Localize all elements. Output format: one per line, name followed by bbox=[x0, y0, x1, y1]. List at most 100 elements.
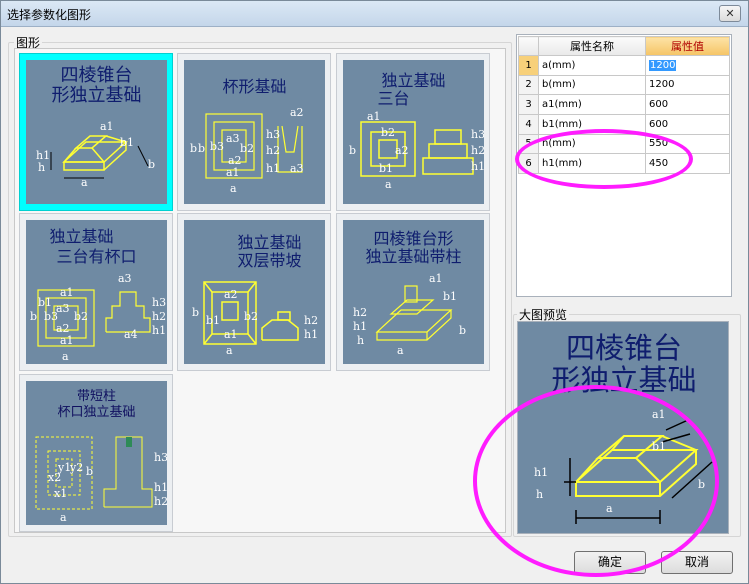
shape-title-line-1: 四棱锥台形 bbox=[373, 229, 454, 248]
shape-thumbnail: 独立基础 双层带坡 a2 b1 b2 a1 a b h2 h1 bbox=[184, 220, 325, 364]
table-row[interactable]: 5 h(mm) 550 bbox=[518, 133, 730, 155]
shape-title-line-1: 四棱锥台 bbox=[60, 65, 133, 86]
property-value[interactable]: 600 bbox=[645, 113, 730, 135]
dim-label: a1 bbox=[367, 110, 381, 123]
dim-label: x1 bbox=[54, 487, 67, 500]
dim-label: a bbox=[606, 502, 613, 515]
window-title: 选择参数化图形 bbox=[7, 8, 92, 22]
property-value[interactable]: 450 bbox=[645, 153, 730, 174]
dim-label: a2 bbox=[290, 106, 304, 119]
shape-item-double-slope[interactable]: 独立基础 双层带坡 a2 b1 b2 a1 a b h2 h1 bbox=[177, 213, 331, 371]
dim-label: h bbox=[536, 488, 543, 501]
title-bar: 选择参数化图形 ✕ bbox=[1, 1, 748, 27]
close-icon: ✕ bbox=[725, 7, 735, 20]
property-name: b1(mm) bbox=[537, 113, 647, 135]
cancel-button[interactable]: 取消 bbox=[661, 551, 733, 574]
property-value-input[interactable]: 1200 bbox=[649, 59, 677, 71]
dim-label: h bbox=[357, 334, 364, 347]
shape-item-three-step-footing[interactable]: 独立基础 三台 a1 b2 a2 b1 a b h3 h2 h1 bbox=[336, 53, 490, 211]
dim-label: a4 bbox=[124, 328, 138, 341]
shape-item-short-column-cup[interactable]: 带短柱 杯口独立基础 x2 y1 x1 y2 b a h3 bbox=[19, 374, 173, 532]
dim-label: b1 bbox=[443, 290, 457, 303]
table-row[interactable]: 1 a(mm) 1200 bbox=[518, 55, 730, 76]
shape-title-line-1: 独立基础 bbox=[381, 71, 446, 90]
dim-label: a2 bbox=[224, 288, 238, 301]
dim-label: b2 bbox=[74, 310, 88, 323]
dim-label: b bbox=[459, 324, 466, 337]
shape-thumbnail: 四棱锥台 形独立基础 a1 b1 h1 h bbox=[26, 60, 167, 204]
property-name: h(mm) bbox=[537, 133, 647, 155]
ok-button[interactable]: 确定 bbox=[574, 551, 646, 574]
shape-item-cup-footing[interactable]: 杯形基础 a2 b b b3 b2 a3 a2 a1 h3 h2 bbox=[177, 53, 331, 211]
dim-label: b bbox=[349, 144, 356, 157]
row-index: 6 bbox=[518, 153, 539, 174]
dim-label: a bbox=[226, 344, 233, 357]
dim-label: b bbox=[698, 478, 705, 491]
shape-thumbnail: 独立基础 三台 a1 b2 a2 b1 a b h3 h2 h1 bbox=[343, 60, 484, 204]
row-index: 1 bbox=[518, 55, 539, 76]
table-row[interactable]: 6 h1(mm) 450 bbox=[518, 153, 730, 174]
dim-label: h2 bbox=[152, 310, 166, 323]
dim-label: a bbox=[81, 176, 88, 189]
dim-label: a1 bbox=[652, 408, 666, 421]
properties-table: 属性名称 属性值 1 a(mm) 1200 2 b(mm) 1200 3 a1(… bbox=[518, 36, 730, 174]
shape-thumbnail: 四棱锥台形 独立基础带柱 a1 b1 h2 h1 h a b bbox=[343, 220, 484, 364]
property-value[interactable]: 1200 bbox=[645, 74, 730, 96]
property-name: h1(mm) bbox=[537, 153, 647, 174]
row-index: 2 bbox=[518, 74, 539, 96]
dim-label: b3 bbox=[44, 310, 58, 323]
property-name: b(mm) bbox=[537, 74, 647, 96]
shape-title-line-2: 双层带坡 bbox=[237, 251, 302, 270]
row-header-corner bbox=[518, 36, 539, 56]
close-button[interactable]: ✕ bbox=[719, 5, 741, 22]
dim-label: a1 bbox=[429, 272, 443, 285]
three-step-cup-drawing: a1 a3 b1 a3 b2 b3 a2 a1 a b h3 h2 h1 a4 bbox=[30, 272, 166, 363]
preview-label: 大图预览 bbox=[517, 306, 570, 323]
dim-label: b bbox=[148, 158, 155, 171]
dim-label: a bbox=[230, 182, 237, 195]
dim-label: a bbox=[385, 178, 392, 191]
dim-label: b bbox=[192, 306, 199, 319]
double-slope-drawing: a2 b1 b2 a1 a b h2 h1 bbox=[192, 281, 318, 357]
shape-item-three-step-cup[interactable]: 独立基础 三台有杯口 a1 a3 b1 a3 b2 b3 a2 a1 a bbox=[19, 213, 173, 371]
dim-label: b1 bbox=[379, 162, 393, 175]
preview-drawing: a1 b1 h1 h a b bbox=[534, 408, 713, 524]
property-name: a(mm) bbox=[537, 55, 647, 76]
dim-label: h1 bbox=[154, 481, 167, 494]
property-value[interactable]: 550 bbox=[645, 133, 730, 155]
shape-gallery[interactable]: 四棱锥台 形独立基础 a1 b1 h1 h bbox=[14, 48, 506, 533]
property-value-cell[interactable]: 1200 bbox=[645, 55, 730, 76]
shape-item-pyramid-with-column[interactable]: 四棱锥台形 独立基础带柱 a1 b1 h2 h1 h a b bbox=[336, 213, 490, 371]
shape-title-line-2: 三台有杯口 bbox=[56, 247, 137, 266]
shape-thumbnail: 带短柱 杯口独立基础 x2 y1 x1 y2 b a h3 bbox=[26, 381, 167, 525]
dim-label: b1 bbox=[38, 296, 52, 309]
shape-thumbnail: 杯形基础 a2 b b b3 b2 a3 a2 a1 h3 h2 bbox=[184, 60, 325, 204]
table-row[interactable]: 4 b1(mm) 600 bbox=[518, 113, 730, 135]
gallery-groupbox bbox=[8, 42, 512, 537]
table-row[interactable]: 2 b(mm) 1200 bbox=[518, 74, 730, 96]
dim-label: h1 bbox=[534, 466, 548, 479]
dim-label: b2 bbox=[244, 310, 258, 323]
table-row[interactable]: 3 a1(mm) 600 bbox=[518, 94, 730, 115]
shape-item-pyramid-footing[interactable]: 四棱锥台 形独立基础 a1 b1 h1 h bbox=[19, 53, 173, 211]
dim-label: b bbox=[86, 465, 93, 478]
shape-thumbnail: 独立基础 三台有杯口 a1 a3 b1 a3 b2 b3 a2 a1 a bbox=[26, 220, 167, 364]
dim-label: y2 bbox=[69, 461, 83, 474]
dim-label: a2 bbox=[395, 144, 409, 157]
dim-label: h1 bbox=[353, 320, 367, 333]
gallery-label: 图形 bbox=[14, 34, 43, 51]
dim-label: a1 bbox=[60, 334, 74, 347]
dim-label: h2 bbox=[471, 144, 484, 157]
shape-title-line-1: 带短柱 bbox=[76, 389, 116, 404]
property-name: a1(mm) bbox=[537, 94, 647, 115]
col-header-name: 属性名称 bbox=[537, 36, 647, 56]
three-step-drawing: a1 b2 a2 b1 a b h3 h2 h1 bbox=[349, 110, 484, 191]
property-value[interactable]: 600 bbox=[645, 94, 730, 115]
dim-label: h3 bbox=[154, 451, 167, 464]
dim-label: h2 bbox=[154, 495, 167, 508]
row-index: 4 bbox=[518, 113, 539, 135]
dim-label: b bbox=[198, 142, 205, 155]
row-index: 3 bbox=[518, 94, 539, 115]
dim-label: h1 bbox=[266, 162, 280, 175]
